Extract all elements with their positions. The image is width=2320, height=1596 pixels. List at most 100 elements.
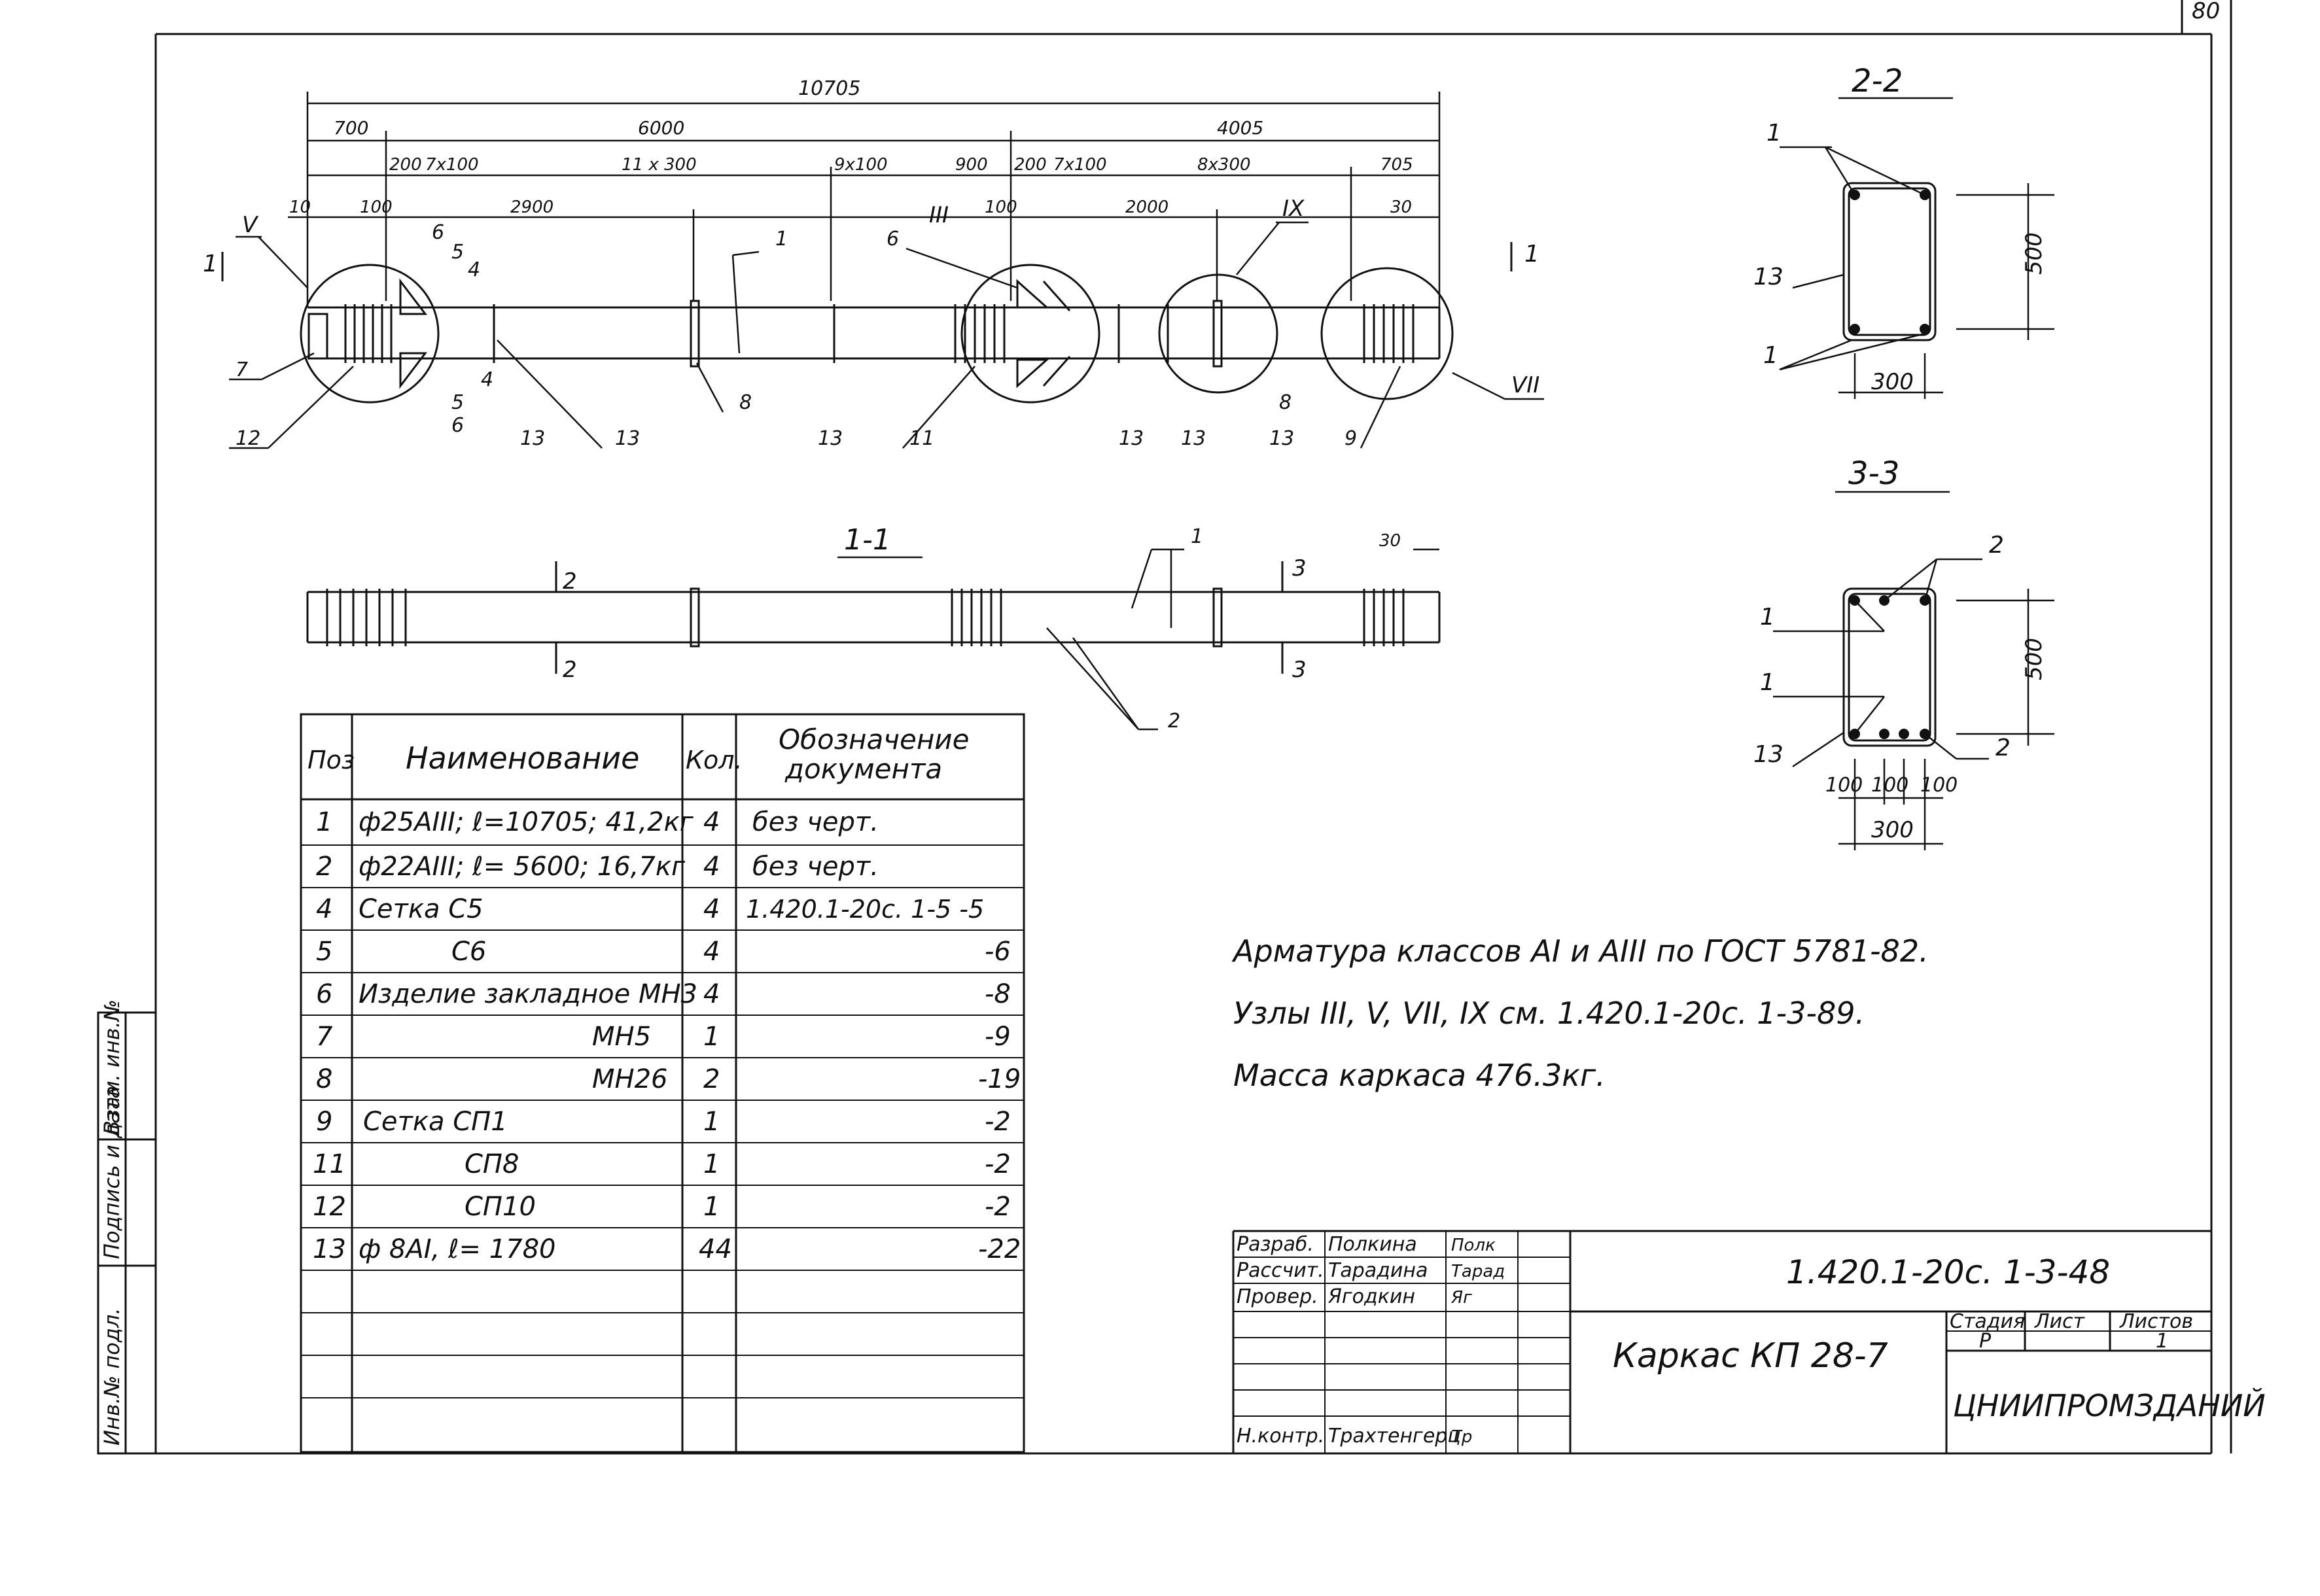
sec11-pos2: 2	[1168, 710, 1180, 733]
spec-row-name: МН5	[592, 1022, 651, 1052]
sec33-title: 3-3	[1848, 455, 1899, 492]
sec11-cut3-bottom: 3	[1292, 657, 1307, 683]
spec-row-name: Сетка С5	[359, 894, 483, 924]
tb-sheet-label: Лист	[2034, 1310, 2086, 1333]
spec-row-6: 7 МН5 1 -9	[316, 1022, 1011, 1052]
spec-row-7: 8 МН26 2 -19	[316, 1064, 1021, 1094]
sec22-title: 2-2	[1852, 63, 1903, 99]
plan-dimensions: 10705 700 6000 4005 200 7x100 11 x 300 9…	[289, 77, 1413, 217]
spec-row-1: 1 ф25АIII; ℓ=10705; 41,2кг 4 без черт.	[316, 807, 879, 837]
callout-pos8b: 8	[1279, 391, 1292, 414]
title-block: Разраб. Полкина Полк Рассчит. Тарадина Т…	[1232, 1230, 2266, 1453]
dim-b100: 100	[985, 198, 1017, 217]
spec-row-qty: 4	[703, 979, 720, 1009]
callout-pos13c: 13	[818, 427, 843, 450]
dim-a2000: 2000	[1125, 198, 1169, 217]
sec11-dim30: 30	[1379, 531, 1401, 551]
plan-callouts: V III IX VII 1 1 1 6 5 4 7 12 4 5 6 13 1…	[203, 196, 1544, 450]
callout-pos4b: 4	[481, 368, 493, 391]
spec-row-pos: 2	[316, 852, 332, 882]
spec-row-pos: 1	[316, 807, 332, 837]
dim-a8x300: 8x300	[1197, 155, 1251, 175]
spec-row-name: МН26	[592, 1064, 668, 1094]
callout-pos5a: 5	[451, 241, 464, 264]
spec-table: Поз Наименование Кол. Обозначение докуме…	[300, 713, 1025, 1453]
spec-row-doc: -2	[985, 1149, 1011, 1179]
sec33-pos2-bottom: 2	[1995, 735, 2011, 761]
node-iii-label: III	[929, 202, 949, 228]
dim-a7x100: 7x100	[425, 155, 479, 175]
dim-a200: 200	[389, 155, 422, 175]
sec33-d2: 100	[1871, 774, 1908, 797]
sec33-pos1a: 1	[1760, 604, 1775, 631]
sec33-width: 300	[1871, 817, 1914, 843]
spec-row-pos: 11	[313, 1149, 346, 1179]
callout-pos9: 9	[1345, 427, 1357, 450]
sec22-pos1-top: 1	[1766, 120, 1782, 147]
spec-row-doc: -22	[978, 1234, 1021, 1264]
spec-row-2: 2 ф22АIII; ℓ= 5600; 16,7кг 4 без черт.	[316, 852, 879, 882]
note-1: Арматура классов АI и АIII по ГОСТ 5781-…	[1231, 933, 1929, 969]
spec-row-5: 6 Изделие закладное МН3 4 -8	[316, 979, 1011, 1009]
spec-header-name: Наименование	[406, 740, 639, 776]
spec-row-qty: 1	[703, 1149, 720, 1179]
section-1-1: 1-1 2 2	[306, 523, 1441, 733]
spec-row-name: ф25АIII; ℓ=10705; 41,2кг	[359, 807, 694, 837]
section-mark-right: 1	[1524, 241, 1539, 268]
sec11-cut2-top: 2	[563, 568, 577, 595]
sec11-title: 1-1	[844, 523, 891, 557]
spec-row-pos: 4	[316, 894, 332, 924]
spec-row-name: ф22АIII; ℓ= 5600; 16,7кг	[359, 852, 686, 882]
spec-row-doc: -9	[985, 1022, 1011, 1052]
sec33-pos13: 13	[1753, 741, 1784, 768]
spec-row-pos: 7	[316, 1022, 333, 1052]
spec-row-doc: 1.420.1-20с. 1-5 -5	[746, 895, 984, 924]
tb-name-2: Ягодкин	[1327, 1285, 1415, 1308]
dim-overall: 10705	[798, 77, 860, 100]
dim-a705: 705	[1380, 155, 1413, 175]
spec-row-10: 12 СП10 1 -2	[313, 1192, 1011, 1222]
tb-sign-0: Полк	[1451, 1236, 1496, 1255]
spec-row-qty: 4	[703, 852, 720, 882]
sec33-pos2-top: 2	[1989, 532, 2004, 559]
dim-b7x100: 7x100	[1053, 155, 1107, 175]
tb-sheets-value: 1	[2156, 1330, 2168, 1353]
section-3-3: 3-3 500 100 100 100 300 2 1	[1753, 455, 2054, 850]
dim-mid: 6000	[638, 117, 684, 139]
dim-a30: 30	[1390, 198, 1412, 217]
tb-name-3: Трахтенгерц	[1328, 1425, 1461, 1448]
spec-row-11: 13 ф 8АI, ℓ= 1780 44 -22	[313, 1234, 1021, 1264]
sec33-d1: 100	[1825, 774, 1863, 797]
spec-row-name: СП10	[465, 1192, 536, 1222]
dim-a10: 10	[289, 198, 311, 217]
section-mark-left: 1	[203, 251, 218, 277]
spec-row-qty: 4	[703, 937, 720, 967]
sheet-frame	[98, 0, 2232, 1455]
spec-row-8: 9 Сетка СП1 1 -2	[316, 1107, 1011, 1137]
spec-row-9: 11 СП8 1 -2	[313, 1149, 1011, 1179]
spec-row-qty: 4	[703, 894, 720, 924]
sec33-height: 500	[2021, 638, 2047, 680]
tb-org: ЦНИИПРОМЗДАНИЙ	[1953, 1388, 2266, 1423]
dim-a2900: 2900	[510, 198, 554, 217]
callout-pos13f: 13	[1269, 427, 1294, 450]
tb-sheets-label: Листов	[2119, 1310, 2193, 1333]
note-3: Масса каркаса 476.3кг.	[1233, 1058, 1606, 1093]
callout-pos5b: 5	[451, 391, 464, 414]
callout-pos6a: 6	[432, 221, 444, 244]
spec-row-qty: 44	[699, 1234, 732, 1264]
spec-row-doc: -6	[985, 937, 1011, 967]
spec-row-name: Изделие закладное МН3	[359, 979, 697, 1009]
spec-row-qty: 1	[703, 1022, 720, 1052]
spec-header-doc-1: Обозначение	[779, 723, 969, 755]
sec11-cut2-bottom: 2	[563, 657, 577, 683]
spec-header-pos: Поз	[308, 746, 355, 774]
tb-name-1: Тарадина	[1328, 1259, 1428, 1282]
spec-row-doc: -19	[978, 1064, 1021, 1094]
spec-row-name: Сетка СП1	[363, 1107, 508, 1137]
dim-b200: 200	[1014, 155, 1047, 175]
side-sign-date: Подпись и дата	[99, 1086, 124, 1259]
dim-a9x100: 9x100	[834, 155, 888, 175]
sec11-cut3-top: 3	[1292, 555, 1307, 581]
spec-row-qty: 1	[703, 1107, 720, 1137]
